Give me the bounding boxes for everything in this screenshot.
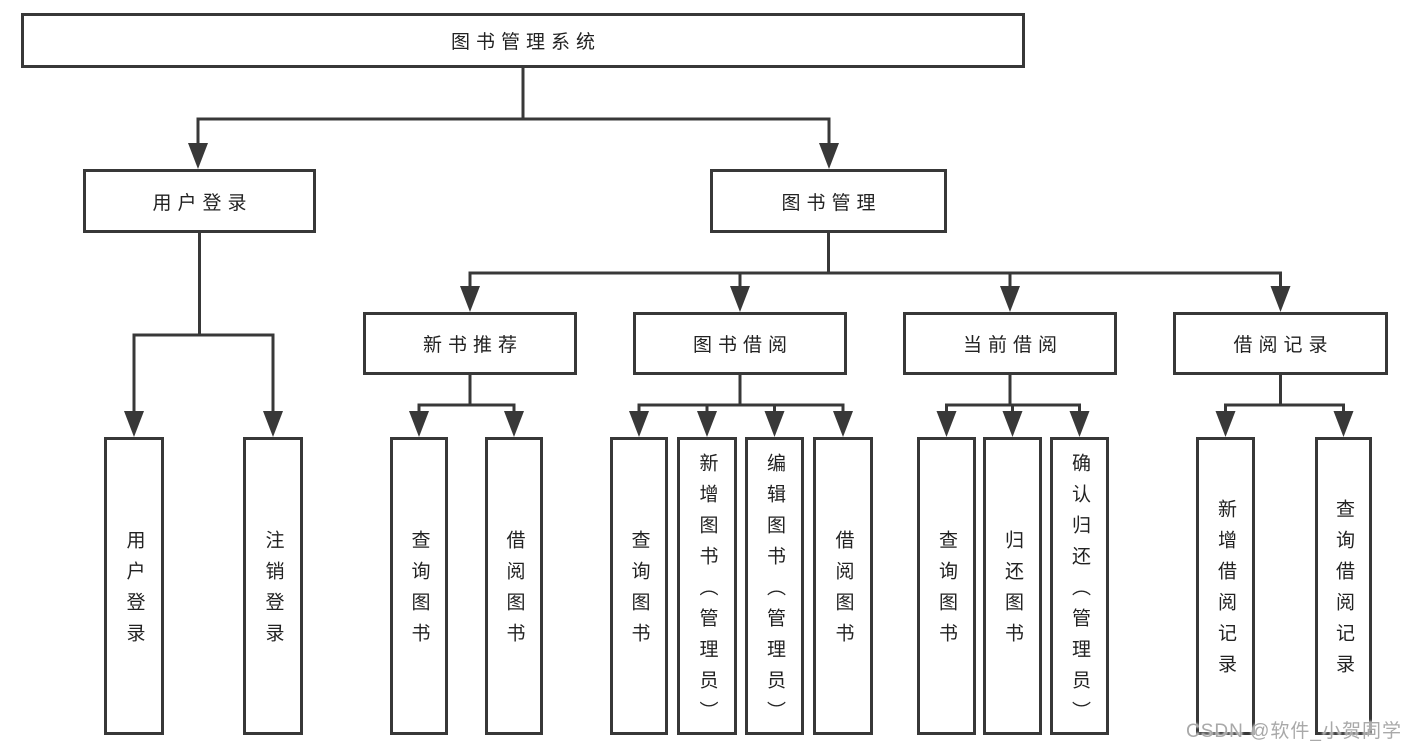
leaf-newrec-borrow-books: 借阅图书 (485, 437, 543, 735)
leaf-current-return-books: 归还图书 (983, 437, 1042, 735)
node-label: 新增图书（管理员） (696, 452, 718, 732)
arrowhead-icon (124, 411, 144, 437)
node-label: 查询图书 (936, 530, 957, 654)
node-label: 注销登录 (262, 530, 284, 654)
arrowhead-icon (936, 411, 957, 437)
node-label: 借阅图书 (503, 530, 525, 654)
node-label: 查询图书 (408, 530, 430, 654)
node-label: 归还图书 (1002, 530, 1023, 654)
node-label: 编辑图书（管理员） (764, 452, 785, 732)
arrowhead-icon (1215, 411, 1236, 437)
connector-borrow-to-children (637, 375, 845, 414)
leaf-borrow-add-books-admin: 新增图书（管理员） (677, 437, 737, 735)
arrowhead-icon (1002, 411, 1023, 437)
leaf-records-add-record: 新增借阅记录 (1196, 437, 1255, 735)
node-label: 图书管理 (781, 192, 882, 214)
arrowhead-icon (764, 411, 785, 437)
arrowhead-icon (833, 411, 853, 437)
arrowhead-icon (730, 286, 750, 312)
node-book-management: 图书管理 (710, 169, 947, 233)
arrowhead-icon (263, 411, 283, 437)
arrowheads (124, 143, 1354, 437)
connector-bookmgmt-to-level3 (468, 233, 1282, 289)
node-label: 借阅记录 (1233, 335, 1334, 356)
leaf-current-query-books: 查询图书 (917, 437, 976, 735)
node-label: 当前借阅 (962, 335, 1063, 356)
leaf-borrow-borrow-books: 借阅图书 (813, 437, 873, 735)
node-book-borrow: 图书借阅 (633, 312, 847, 375)
arrowhead-icon (697, 411, 717, 437)
node-label: 图书借阅 (692, 335, 793, 356)
node-label: 用户登录 (152, 192, 253, 214)
arrowhead-icon (460, 286, 480, 312)
node-user-login: 用户登录 (83, 169, 316, 233)
arrowhead-icon (629, 411, 649, 437)
node-label: 新书推荐 (422, 335, 523, 356)
arrowhead-icon (1000, 286, 1020, 312)
node-root-system: 图书管理系统 (21, 13, 1025, 68)
arrowhead-icon (1270, 286, 1291, 312)
leaf-user-login: 用户登录 (104, 437, 164, 735)
leaf-newrec-query-books: 查询图书 (390, 437, 448, 735)
node-label: 查询图书 (628, 530, 650, 654)
connector-root-to-level2 (196, 68, 831, 146)
leaf-records-query-record: 查询借阅记录 (1315, 437, 1372, 735)
node-borrow-records: 借阅记录 (1173, 312, 1388, 375)
connector-newbook-to-children (417, 375, 516, 414)
node-label: 确认归还（管理员） (1069, 452, 1090, 732)
node-current-borrow: 当前借阅 (903, 312, 1117, 375)
arrowhead-icon (188, 143, 208, 169)
arrowhead-icon (1333, 411, 1354, 437)
node-label: 新增借阅记录 (1215, 499, 1236, 685)
arrowhead-icon (409, 411, 429, 437)
arrowhead-icon (819, 143, 839, 169)
arrowhead-icon (504, 411, 524, 437)
leaf-current-confirm-return-admin: 确认归还（管理员） (1050, 437, 1109, 735)
arrowhead-icon (1069, 411, 1090, 437)
connector-userlogin-to-children (132, 233, 275, 414)
node-label: 图书管理系统 (450, 32, 601, 53)
leaf-borrow-edit-books-admin: 编辑图书（管理员） (745, 437, 804, 735)
leaf-borrow-query-books: 查询图书 (610, 437, 668, 735)
connector-current-to-children (945, 375, 1081, 414)
connector-records-to-children (1224, 375, 1345, 414)
leaf-logout-login: 注销登录 (243, 437, 303, 735)
node-label: 借阅图书 (832, 530, 854, 654)
node-label: 用户登录 (123, 530, 145, 654)
node-new-book-recommend: 新书推荐 (363, 312, 577, 375)
node-label: 查询借阅记录 (1333, 499, 1354, 685)
